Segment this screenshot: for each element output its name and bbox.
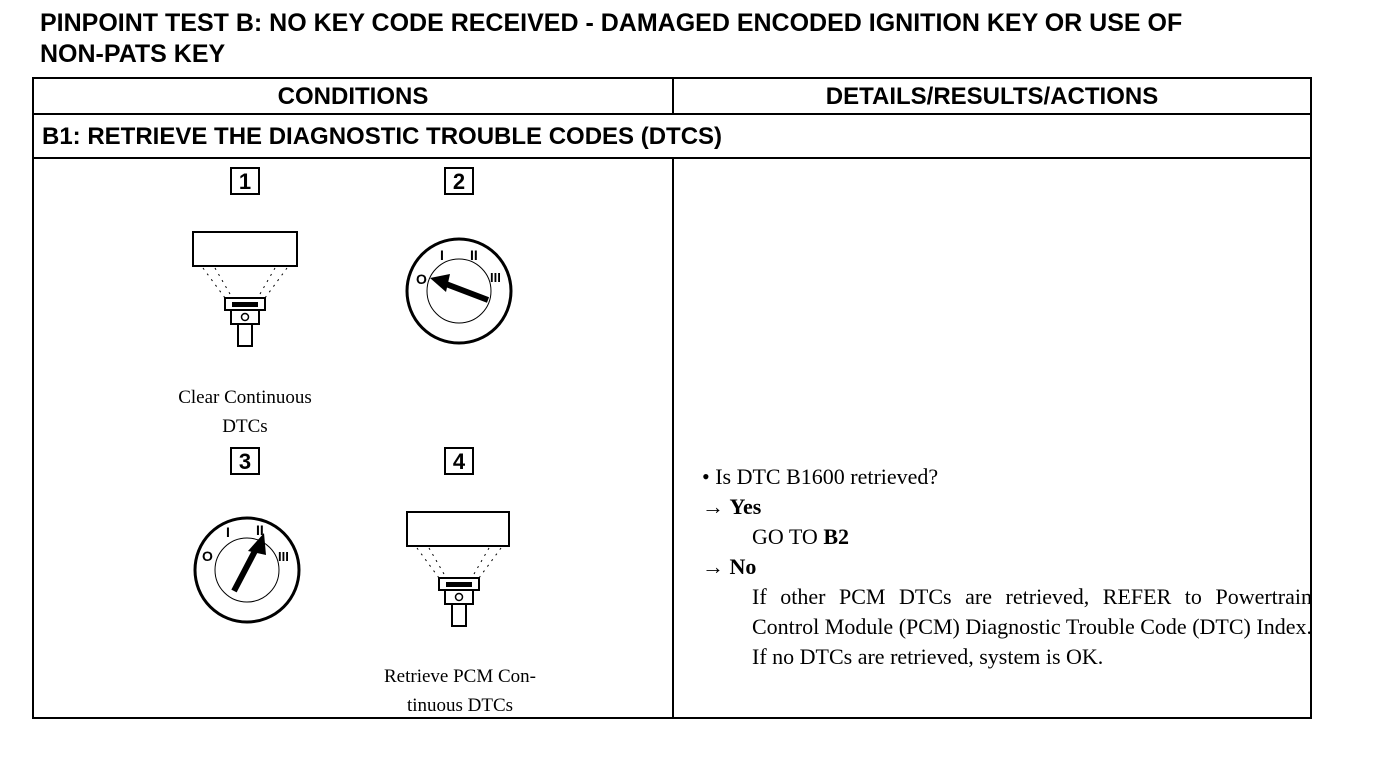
svg-text:III: III — [278, 549, 289, 564]
svg-text:O: O — [202, 548, 213, 564]
ignition-label-pos3: III — [490, 270, 501, 285]
pinpoint-table: CONDITIONS DETAILS/RESULTS/ACTIONS B1: R… — [32, 77, 1312, 719]
page-title: PINPOINT TEST B: NO KEY CODE RECEIVED - … — [40, 8, 1340, 70]
scan-tool-icon — [192, 231, 298, 347]
conditions-header: CONDITIONS — [34, 79, 674, 113]
step-title: B1: RETRIEVE THE DIAGNOSTIC TROUBLE CODE… — [34, 115, 1310, 159]
svg-text:I: I — [226, 524, 230, 540]
scan-tool-icon — [406, 511, 510, 627]
table-header-row: CONDITIONS DETAILS/RESULTS/ACTIONS — [34, 79, 1310, 115]
yes-result: → Yes — [702, 492, 1312, 522]
column-divider — [672, 159, 674, 719]
question-text: • Is DTC B1600 retrieved? — [702, 464, 939, 489]
step-number-4: 4 — [444, 447, 474, 475]
yes-label: Yes — [729, 494, 762, 519]
yes-action-target: B2 — [823, 524, 849, 549]
caption-step-4: Retrieve PCM Con- tinuous DTCs — [384, 666, 536, 716]
svg-text:II: II — [256, 522, 264, 538]
step-number-1: 1 — [230, 167, 260, 195]
title-line-2: NON-PATS KEY — [40, 40, 226, 68]
ignition-label-pos1: I — [440, 247, 444, 263]
details-actions: • Is DTC B1600 retrieved? → Yes GO TO B2… — [702, 462, 1312, 672]
step-number-2: 2 — [444, 167, 474, 195]
arrow-right-icon: → — [702, 554, 724, 579]
step-number-3: 3 — [230, 447, 260, 475]
ignition-switch-icon: O I II III — [193, 516, 301, 624]
ignition-label-off: O — [416, 271, 427, 287]
ignition-label-pos2: II — [470, 247, 478, 263]
title-line-1: PINPOINT TEST B: NO KEY CODE RECEIVED - … — [40, 9, 1183, 37]
no-result: → No — [702, 552, 1312, 582]
caption-step-1: Clear Continuous DTCs — [178, 387, 312, 437]
no-label: No — [729, 554, 757, 579]
ignition-switch-icon: O I II III — [405, 237, 513, 345]
yes-action: GO TO B2 — [752, 524, 849, 549]
details-header: DETAILS/RESULTS/ACTIONS — [825, 83, 1159, 110]
arrow-right-icon: → — [702, 494, 724, 519]
no-action: If other PCM DTCs are retrieved, REFER t… — [752, 584, 1312, 669]
